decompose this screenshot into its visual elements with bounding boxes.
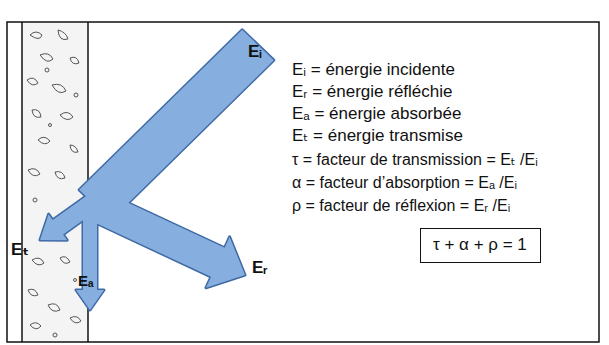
formula-text: τ = facteur de transmission = Eₜ /Eᵢ [292,151,538,169]
arrow-label: Eᵢ [248,42,262,62]
arrow-label: Eₐ [78,272,94,289]
arrow-label: Eᵣ [252,258,268,278]
definition-text: Eₐ = énergie absorbée [292,104,461,124]
formula-text: τ + α + ρ = 1 [433,235,527,255]
formula-text: ρ = facteur de réflexion = Eᵣ /Eᵢ [292,197,510,215]
energy-arrows [40,30,274,310]
formula-text: α = facteur d’absorption = Eₐ /Eᵢ [292,174,517,192]
definition-text: Eₜ = énergie transmise [292,126,463,146]
arrow-label: Eₜ [11,240,29,260]
definition-text: Eᵣ = énergie réfléchie [292,82,452,102]
definition-text: Eᵢ = énergie incidente [292,60,455,80]
formula-box: τ + α + ρ = 1 [420,228,541,263]
frame [7,22,599,342]
